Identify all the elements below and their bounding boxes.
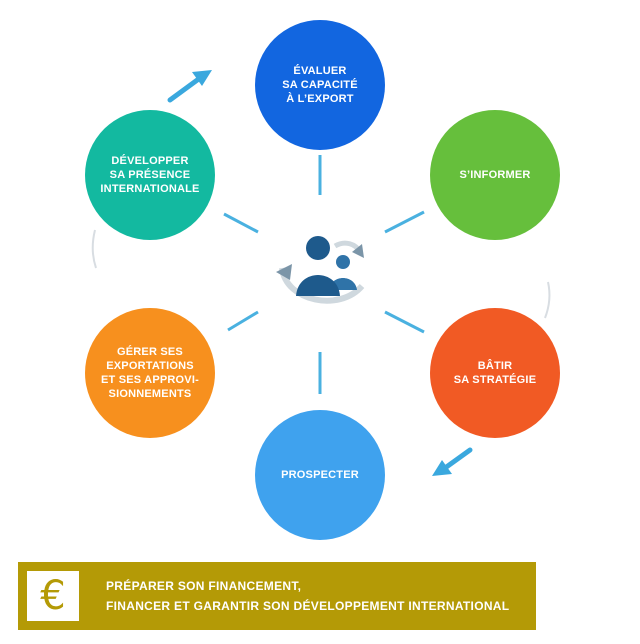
step-evaluer-circle: ÉVALUER SA CAPACITÉ À L’EXPORT [255, 20, 385, 150]
euro-icon-box: € [27, 571, 79, 621]
banner-text: PRÉPARER SON FINANCEMENT, FINANCER ET GA… [106, 576, 509, 616]
step-sinformer-circle: S’INFORMER [430, 110, 560, 240]
step-prospecter-circle: PROSPECTER [255, 410, 385, 540]
spoke-batir [384, 310, 425, 334]
step-gerer-circle: GÉRER SES EXPORTATIONS ET SES APPROVI- S… [85, 308, 215, 438]
step-batir-label: BÂTIR SA STRATÉGIE [453, 360, 537, 386]
step-evaluer-label: ÉVALUER SA CAPACITÉ À L’EXPORT [282, 65, 358, 105]
step-sinformer-label: S’INFORMER [459, 169, 531, 181]
spoke-gerer [227, 310, 259, 332]
spoke-sinformer [384, 210, 425, 234]
banner-line-2: FINANCER ET GARANTIR SON DÉVELOPPEMENT I… [106, 599, 510, 613]
users-cycle-icon [276, 236, 365, 304]
step-developper-circle: DÉVELOPPER SA PRÉSENCE INTERNATIONALE [85, 110, 215, 240]
financing-banner: € PRÉPARER SON FINANCEMENT, FINANCER ET … [18, 562, 536, 630]
outer-arc-right [544, 281, 551, 319]
cycle-arrow-bottom-right [432, 447, 473, 476]
euro-icon: € [40, 573, 66, 619]
step-gerer-label: GÉRER SES EXPORTATIONS ET SES APPROVI- S… [101, 346, 199, 400]
outer-arc-left [91, 229, 97, 269]
spoke-developper [223, 212, 259, 234]
banner-line-1: PRÉPARER SON FINANCEMENT, [106, 579, 302, 593]
step-developper-label: DÉVELOPPER SA PRÉSENCE INTERNATIONALE [100, 155, 200, 195]
cycle-arrow-top-left [167, 70, 212, 103]
step-prospecter-label: PROSPECTER [281, 469, 359, 481]
step-batir-circle: BÂTIR SA STRATÉGIE [430, 308, 560, 438]
